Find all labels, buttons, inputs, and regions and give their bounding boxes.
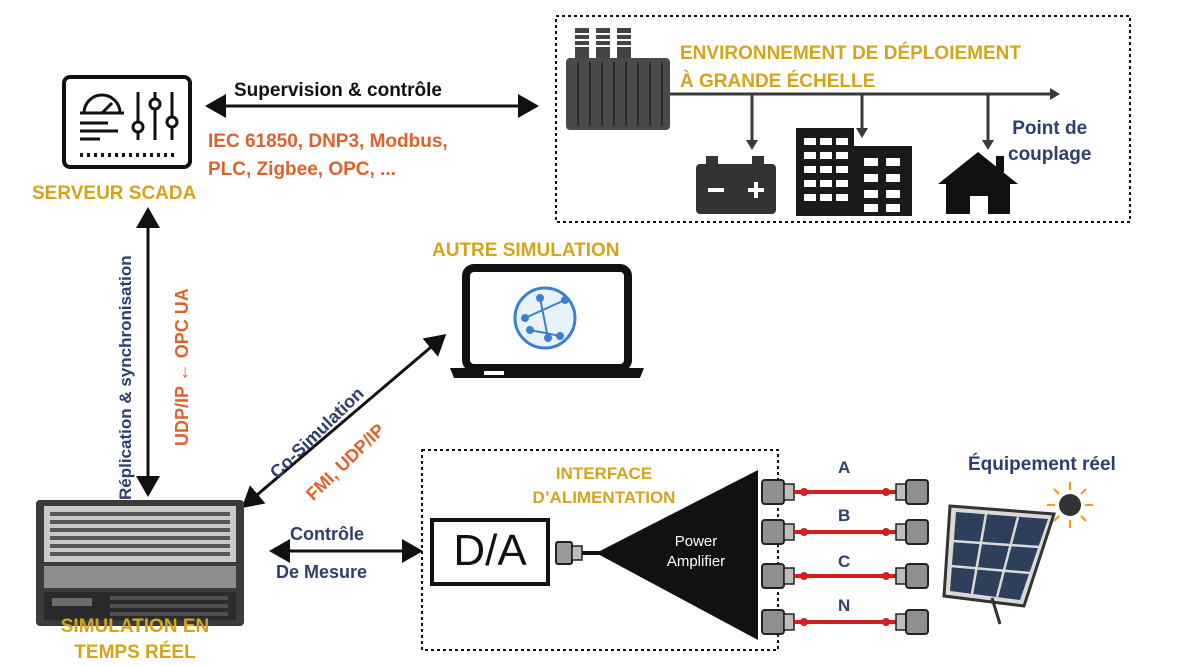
phase-c-label: C	[838, 552, 851, 571]
battery-icon	[696, 156, 776, 214]
real-equipment-label: Équipement réel	[968, 454, 1116, 475]
realtime-simulator-icon	[36, 500, 244, 626]
phase-a-label: A	[838, 458, 851, 477]
scada-protocols-label: IEC 61850, DNP3, Modbus, PLC, Zigbee, OP…	[208, 131, 448, 180]
house-icon	[938, 152, 1018, 214]
da-converter-box	[430, 518, 550, 586]
sync-protocols-label: UDP/IP ← OPC UA	[172, 288, 192, 446]
measurement-label: De Mesure	[276, 562, 368, 582]
laptop-icon	[450, 264, 644, 378]
supervision-link-label: Supervision & contrôle	[234, 80, 442, 101]
transformer-icon	[566, 28, 670, 130]
phase-n-label: N	[838, 596, 851, 615]
building-icon	[796, 128, 912, 216]
solar-panel-icon	[942, 504, 1057, 625]
control-label: Contrôle	[290, 524, 364, 544]
coupling-point-label: Point de couplage	[1008, 118, 1092, 165]
phase-cables	[761, 479, 929, 635]
cosim-arrow	[241, 334, 447, 508]
da-converter-label: D/A	[453, 526, 527, 575]
scada-server-icon	[62, 75, 192, 169]
distribution-bus	[670, 88, 1060, 150]
power-interface-box	[421, 449, 779, 651]
power-amplifier-label: Power Amplifier	[666, 533, 726, 570]
power-interface-label: INTERFACE D’ALIMENTATION	[532, 464, 676, 507]
sync-link-label: Réplication & synchronisation	[116, 255, 135, 500]
da-connector	[555, 541, 600, 565]
other-simulation-label: AUTRE SIMULATION	[432, 240, 620, 261]
scada-server-label: SERVEUR SCADA	[32, 183, 197, 204]
phase-b-label: B	[838, 506, 851, 525]
deployment-title: ENVIRONNEMENT DE DÉPLOIEMENT À GRANDE ÉC…	[680, 43, 1021, 92]
power-amplifier-triangle	[596, 470, 758, 640]
sun-icon	[1047, 482, 1093, 528]
realtime-simulation-label: SIMULATION EN TEMPS RÉEL	[60, 616, 210, 663]
